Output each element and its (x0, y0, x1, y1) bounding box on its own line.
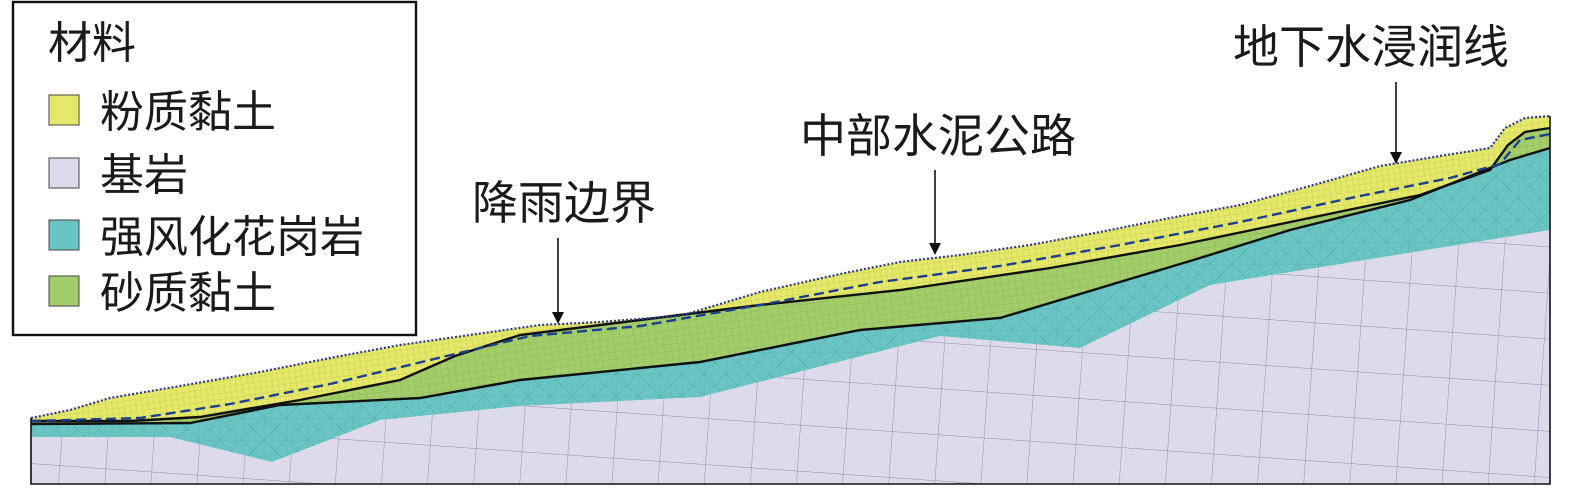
legend-label-sandy-clay: 砂质黏土 (100, 268, 276, 319)
legend-swatch-sandy-clay (48, 275, 80, 307)
legend-label-silty-clay: 粉质黏土 (100, 87, 276, 138)
model-outline (30, 116, 1551, 485)
weathered-granite-layer (31, 148, 1550, 462)
legend-frame (11, 0, 418, 337)
groundwater-line (30, 132, 1551, 423)
legend-swatch-weathered-granite (48, 219, 80, 251)
legend: 材料 粉质黏土 基岩 强风化花岗岩 砂质黏土 (11, 0, 418, 337)
silty-clay-mesh (31, 116, 1550, 421)
annotation-rain-boundary: 降雨边界 (472, 176, 656, 324)
rain-boundary-label: 降雨边界 (472, 176, 656, 230)
legend-swatch-bedrock (48, 157, 80, 189)
legend-title: 材料 (48, 18, 136, 69)
legend-label-bedrock: 基岩 (100, 150, 188, 201)
annotation-road: 中部水泥公路 (800, 109, 1076, 255)
bedrock-layer (31, 230, 1550, 484)
rain-boundary-line (30, 114, 1551, 420)
silty-clay-layer (31, 116, 1550, 421)
road-label: 中部水泥公路 (800, 109, 1076, 163)
bedrock-mesh (31, 230, 1550, 484)
weathered-granite-mesh (31, 148, 1550, 462)
legend-label-weathered-granite: 强风化花岗岩 (100, 212, 364, 263)
groundwater-label: 地下水浸润线 (1233, 20, 1509, 74)
granite-top-boundary (30, 146, 1551, 426)
annotation-groundwater: 地下水浸润线 (1233, 20, 1509, 164)
legend-swatch-silty-clay (48, 94, 80, 126)
